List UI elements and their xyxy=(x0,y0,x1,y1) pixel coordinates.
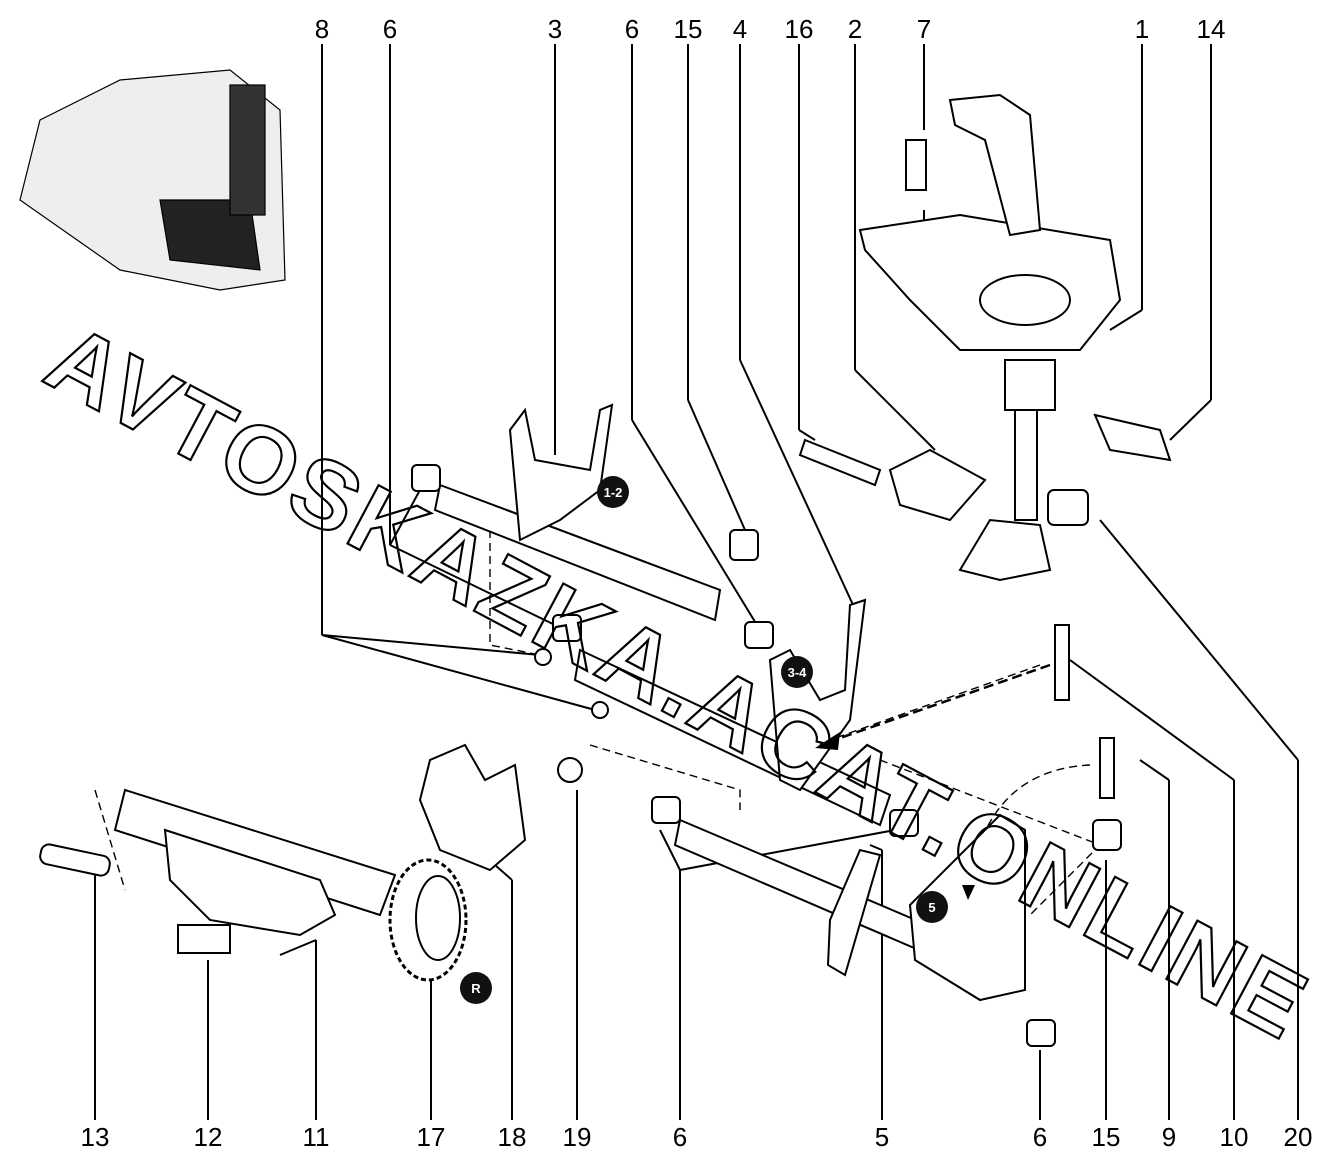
arrow-line xyxy=(819,663,1051,747)
callout-label: 16 xyxy=(784,14,814,44)
callout-label: 15 xyxy=(673,14,703,44)
gear-badge: 1-2 xyxy=(597,476,629,508)
callout-label: 5 xyxy=(874,1122,890,1152)
callout-label: 14 xyxy=(1196,14,1226,44)
callout-label: 9 xyxy=(1161,1122,1177,1152)
callout-label: 11 xyxy=(302,1122,330,1152)
callout-label: 19 xyxy=(562,1122,592,1152)
callout-label: 8 xyxy=(314,14,330,44)
leader-lines xyxy=(94,44,1299,1120)
parts xyxy=(19,69,1172,1047)
callout-label: 18 xyxy=(497,1122,527,1152)
callout-label: 7 xyxy=(916,14,932,44)
callout-label: 6 xyxy=(624,14,640,44)
callout-label: 2 xyxy=(847,14,863,44)
callout-label: 13 xyxy=(80,1122,110,1152)
callout-label: 10 xyxy=(1219,1122,1249,1152)
callout-label: 20 xyxy=(1283,1122,1313,1152)
transmission-thumbnail xyxy=(19,69,286,291)
gear-badge: 3-4 xyxy=(781,656,813,688)
callout-label: 6 xyxy=(382,14,398,44)
callout-label: 4 xyxy=(732,14,748,44)
callout-label: 12 xyxy=(193,1122,223,1152)
callout-label: 15 xyxy=(1091,1122,1121,1152)
callout-label: 17 xyxy=(416,1122,446,1152)
gear-badge: R xyxy=(460,972,492,1004)
arrow-head-icon xyxy=(962,885,975,900)
callout-label: 6 xyxy=(672,1122,688,1152)
callout-label: 1 xyxy=(1134,14,1150,44)
callout-label: 6 xyxy=(1032,1122,1048,1152)
arrow-head-icon xyxy=(815,732,840,750)
callout-label: 3 xyxy=(547,14,563,44)
gear-badge: 5 xyxy=(916,891,948,923)
